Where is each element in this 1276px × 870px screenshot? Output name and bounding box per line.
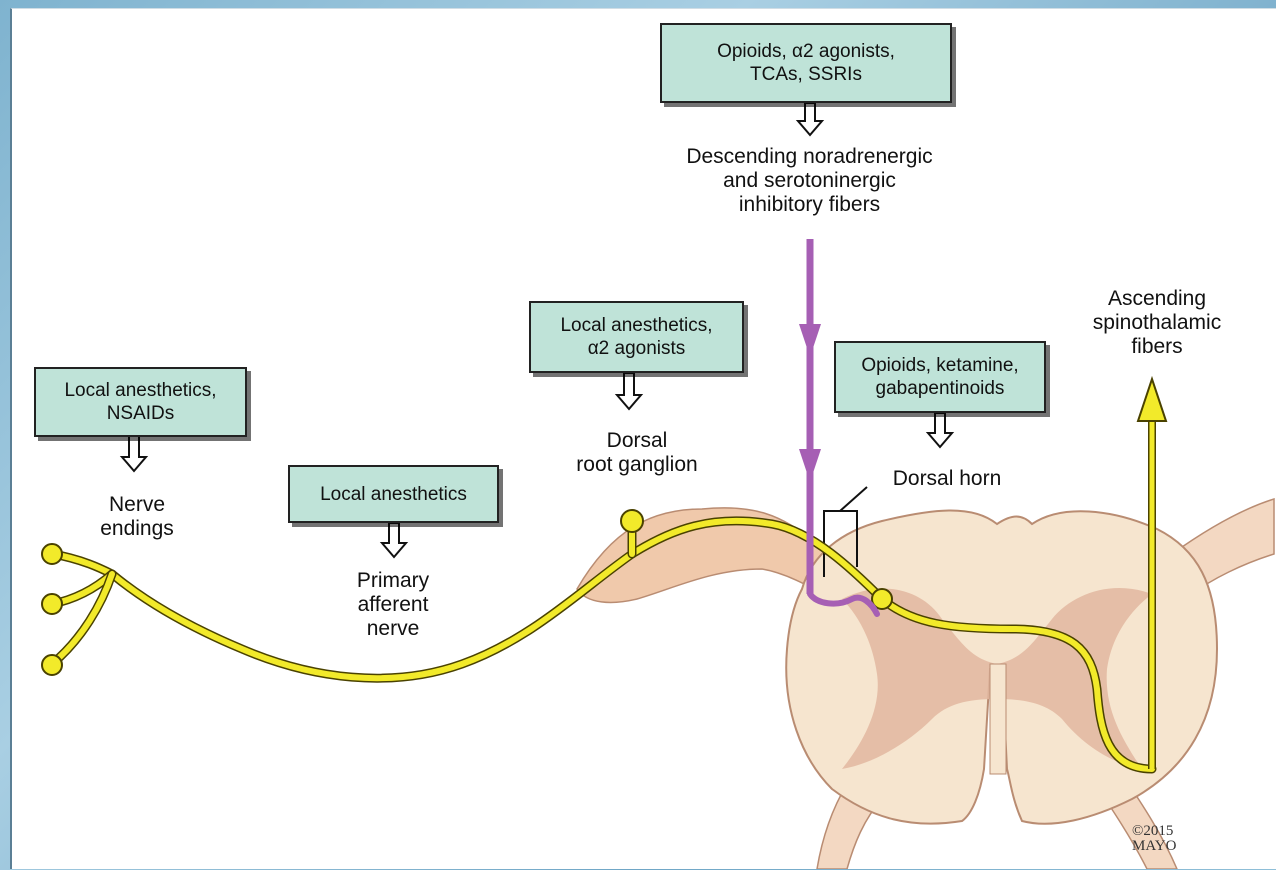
drug-box-drg-line-1: Local anesthetics, bbox=[560, 314, 712, 337]
label-drg-line-1: Dorsal bbox=[552, 429, 722, 453]
label-dorsal-horn-line-1: Dorsal horn bbox=[867, 467, 1027, 491]
ganglion-cell-body bbox=[621, 510, 643, 532]
drug-box-descending-line-2: TCAs, SSRIs bbox=[750, 63, 862, 86]
arrow-nerve-endings-box bbox=[122, 435, 146, 471]
drug-box-nerve-endings-line-1: Local anesthetics, bbox=[64, 379, 216, 402]
nerve-ending-terminal-3 bbox=[42, 655, 62, 675]
arrow-primary-afferent-box bbox=[382, 523, 406, 557]
nerve-ending-terminal-1 bbox=[42, 544, 62, 564]
central-fissure bbox=[990, 664, 1006, 774]
drug-box-dorsal-horn: Opioids, ketamine, gabapentinoids bbox=[834, 341, 1046, 413]
arrow-drg-box bbox=[617, 373, 641, 409]
drug-box-dorsal-horn-line-2: gabapentinoids bbox=[876, 377, 1005, 400]
drug-box-drg-line-2: α2 agonists bbox=[588, 337, 686, 360]
drug-box-descending: Opioids, α2 agonists, TCAs, SSRIs bbox=[660, 23, 952, 103]
arrow-dorsal-horn-box bbox=[928, 413, 952, 447]
drug-box-nerve-endings: Local anesthetics, NSAIDs bbox=[34, 367, 247, 437]
copyright-notice: ©2015 MAYO bbox=[1132, 824, 1176, 854]
label-ascending-fibers: Ascending spinothalamic fibers bbox=[1072, 287, 1242, 359]
drug-box-primary-afferent: Local anesthetics bbox=[288, 465, 499, 523]
label-dorsal-horn: Dorsal horn bbox=[867, 467, 1027, 491]
label-primary-afferent-line-1: Primary bbox=[338, 569, 448, 593]
drug-box-descending-line-1: Opioids, α2 agonists, bbox=[717, 40, 895, 63]
label-primary-afferent-line-2: afferent bbox=[338, 593, 448, 617]
copyright-year: ©2015 bbox=[1132, 824, 1176, 839]
dorsal-horn-pointer bbox=[840, 487, 867, 511]
label-drg-line-2: root ganglion bbox=[552, 453, 722, 477]
label-dorsal-root-ganglion: Dorsal root ganglion bbox=[552, 429, 722, 477]
label-descending-fibers: Descending noradrenergic and serotoniner… bbox=[652, 145, 967, 217]
label-descending-fibers-line-3: inhibitory fibers bbox=[652, 193, 967, 217]
nerve-ending-terminal-2 bbox=[42, 594, 62, 614]
label-nerve-endings-line-2: endings bbox=[82, 517, 192, 541]
arrow-descending-box bbox=[798, 103, 822, 135]
label-nerve-endings-line-1: Nerve bbox=[82, 493, 192, 517]
label-nerve-endings: Nerve endings bbox=[82, 493, 192, 541]
label-ascending-fibers-line-1: Ascending bbox=[1072, 287, 1242, 311]
label-ascending-fibers-line-3: fibers bbox=[1072, 335, 1242, 359]
copyright-owner: MAYO bbox=[1132, 839, 1176, 854]
label-descending-fibers-line-1: Descending noradrenergic bbox=[652, 145, 967, 169]
drug-box-dorsal-horn-line-1: Opioids, ketamine, bbox=[861, 354, 1018, 377]
diagram-panel: Opioids, α2 agonists, TCAs, SSRIs Local … bbox=[10, 8, 1276, 869]
drug-box-nerve-endings-line-2: NSAIDs bbox=[107, 402, 175, 425]
drug-box-drg: Local anesthetics, α2 agonists bbox=[529, 301, 744, 373]
label-primary-afferent-line-3: nerve bbox=[338, 617, 448, 641]
label-ascending-fibers-line-2: spinothalamic bbox=[1072, 311, 1242, 335]
label-descending-fibers-line-2: and serotoninergic bbox=[652, 169, 967, 193]
drug-box-primary-afferent-line-1: Local anesthetics bbox=[320, 483, 467, 506]
label-primary-afferent-nerve: Primary afferent nerve bbox=[338, 569, 448, 641]
